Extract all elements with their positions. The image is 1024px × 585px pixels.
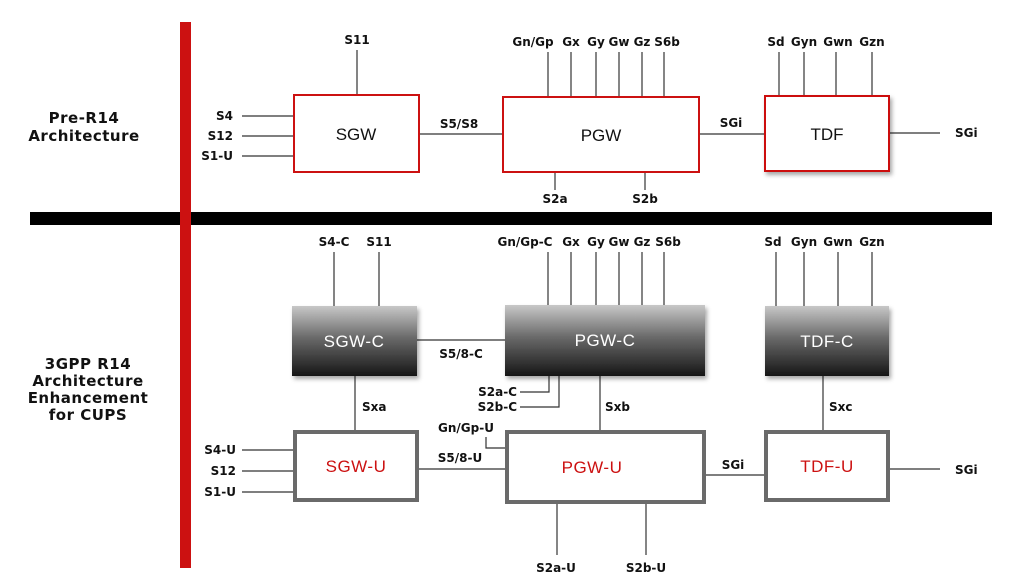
if-label-s2a: S2a	[542, 192, 567, 206]
if-label-gngp-c: Gn/Gp-C	[497, 235, 552, 249]
svg-text:TDF: TDF	[810, 125, 843, 144]
if-label-gngp: Gn/Gp	[512, 35, 554, 49]
if-label-s2a-u: S2a-U	[536, 561, 576, 575]
if-label-sxc: Sxc	[829, 400, 853, 414]
if-label-sgi-tdfu-out: SGi	[955, 463, 978, 477]
tdf-c-node: TDF-C	[765, 306, 889, 376]
svg-text:TDF-U: TDF-U	[800, 457, 853, 476]
if-label-gx: Gx	[562, 35, 580, 49]
if-label-gw: Gw	[609, 35, 630, 49]
section-label-r14-line3: Enhancement	[28, 389, 149, 407]
if-label-s1u: S1-U	[201, 149, 233, 163]
tdf-u-node: TDF-U	[764, 430, 890, 502]
pgw-c-node: PGW-C	[505, 305, 705, 376]
if-label-s1u-u: S1-U	[204, 485, 236, 499]
section-label-r14-line2: Architecture	[32, 372, 143, 390]
if-label-gyn-c: Gyn	[791, 235, 817, 249]
section-label-r14-line4: for CUPS	[49, 406, 127, 424]
if-label-gz-c: Gz	[634, 235, 651, 249]
if-label-s58u: S5/8-U	[438, 451, 482, 465]
if-label-gy-c: Gy	[587, 235, 605, 249]
if-label-sxa: Sxa	[362, 400, 386, 414]
if-label-sgi-pgwu-tdfu: SGi	[722, 458, 745, 472]
svg-text:SGW-C: SGW-C	[324, 332, 385, 351]
if-label-s12: S12	[208, 129, 233, 143]
if-label-sxb: Sxb	[605, 400, 630, 414]
pgw-node: PGW	[502, 96, 700, 173]
tdf-node: TDF	[764, 95, 890, 172]
svg-text:PGW-U: PGW-U	[562, 458, 623, 477]
if-label-gzn-c: Gzn	[859, 235, 884, 249]
sgw-u-node: SGW-U	[293, 430, 419, 502]
if-label-sd-c: Sd	[764, 235, 781, 249]
svg-text:PGW: PGW	[581, 126, 622, 145]
if-label-gy: Gy	[587, 35, 605, 49]
if-label-gyn: Gyn	[791, 35, 817, 49]
horizontal-divider-bar	[30, 212, 992, 225]
if-label-s11-c: S11	[366, 235, 391, 249]
if-label-s11: S11	[344, 33, 369, 47]
if-label-s2b-u: S2b-U	[626, 561, 666, 575]
if-label-gwn: Gwn	[823, 35, 852, 49]
vertical-red-bar	[180, 22, 191, 568]
if-label-s4c: S4-C	[319, 235, 350, 249]
if-label-gwn-c: Gwn	[823, 235, 852, 249]
if-label-s2b-c: S2b-C	[478, 400, 518, 414]
section-label-r14-line1: 3GPP R14	[45, 355, 131, 373]
if-label-s12-u: S12	[211, 464, 236, 478]
if-label-sd: Sd	[767, 35, 784, 49]
if-label-gzn: Gzn	[859, 35, 884, 49]
sgw-node: SGW	[293, 94, 420, 173]
section-label-pre-r14-line2: Architecture	[28, 127, 139, 145]
if-label-s58c: S5/8-C	[439, 347, 483, 361]
section-label-pre-r14-line1: Pre-R14	[49, 109, 120, 127]
if-label-s6b: S6b	[654, 35, 680, 49]
if-label-sgi-pgw-tdf: SGi	[720, 116, 743, 130]
if-label-s6b-c: S6b	[655, 235, 681, 249]
svg-text:TDF-C: TDF-C	[800, 332, 853, 351]
if-label-gngp-u: Gn/Gp-U	[438, 421, 494, 435]
if-label-s2a-c: S2a-C	[478, 385, 517, 399]
if-label-s4u: S4-U	[204, 443, 236, 457]
svg-text:PGW-C: PGW-C	[575, 331, 636, 350]
if-label-sgi-tdf-out: SGi	[955, 126, 978, 140]
if-label-s5s8: S5/S8	[440, 117, 478, 131]
if-label-gx-c: Gx	[562, 235, 580, 249]
svg-text:SGW-U: SGW-U	[326, 457, 387, 476]
sgw-c-node: SGW-C	[292, 306, 417, 376]
if-label-s2b: S2b	[632, 192, 658, 206]
if-label-gw-c: Gw	[609, 235, 630, 249]
if-label-s4: S4	[216, 109, 233, 123]
pgw-u-node: PGW-U	[505, 430, 706, 504]
if-label-gz: Gz	[634, 35, 651, 49]
svg-text:SGW: SGW	[336, 125, 377, 144]
